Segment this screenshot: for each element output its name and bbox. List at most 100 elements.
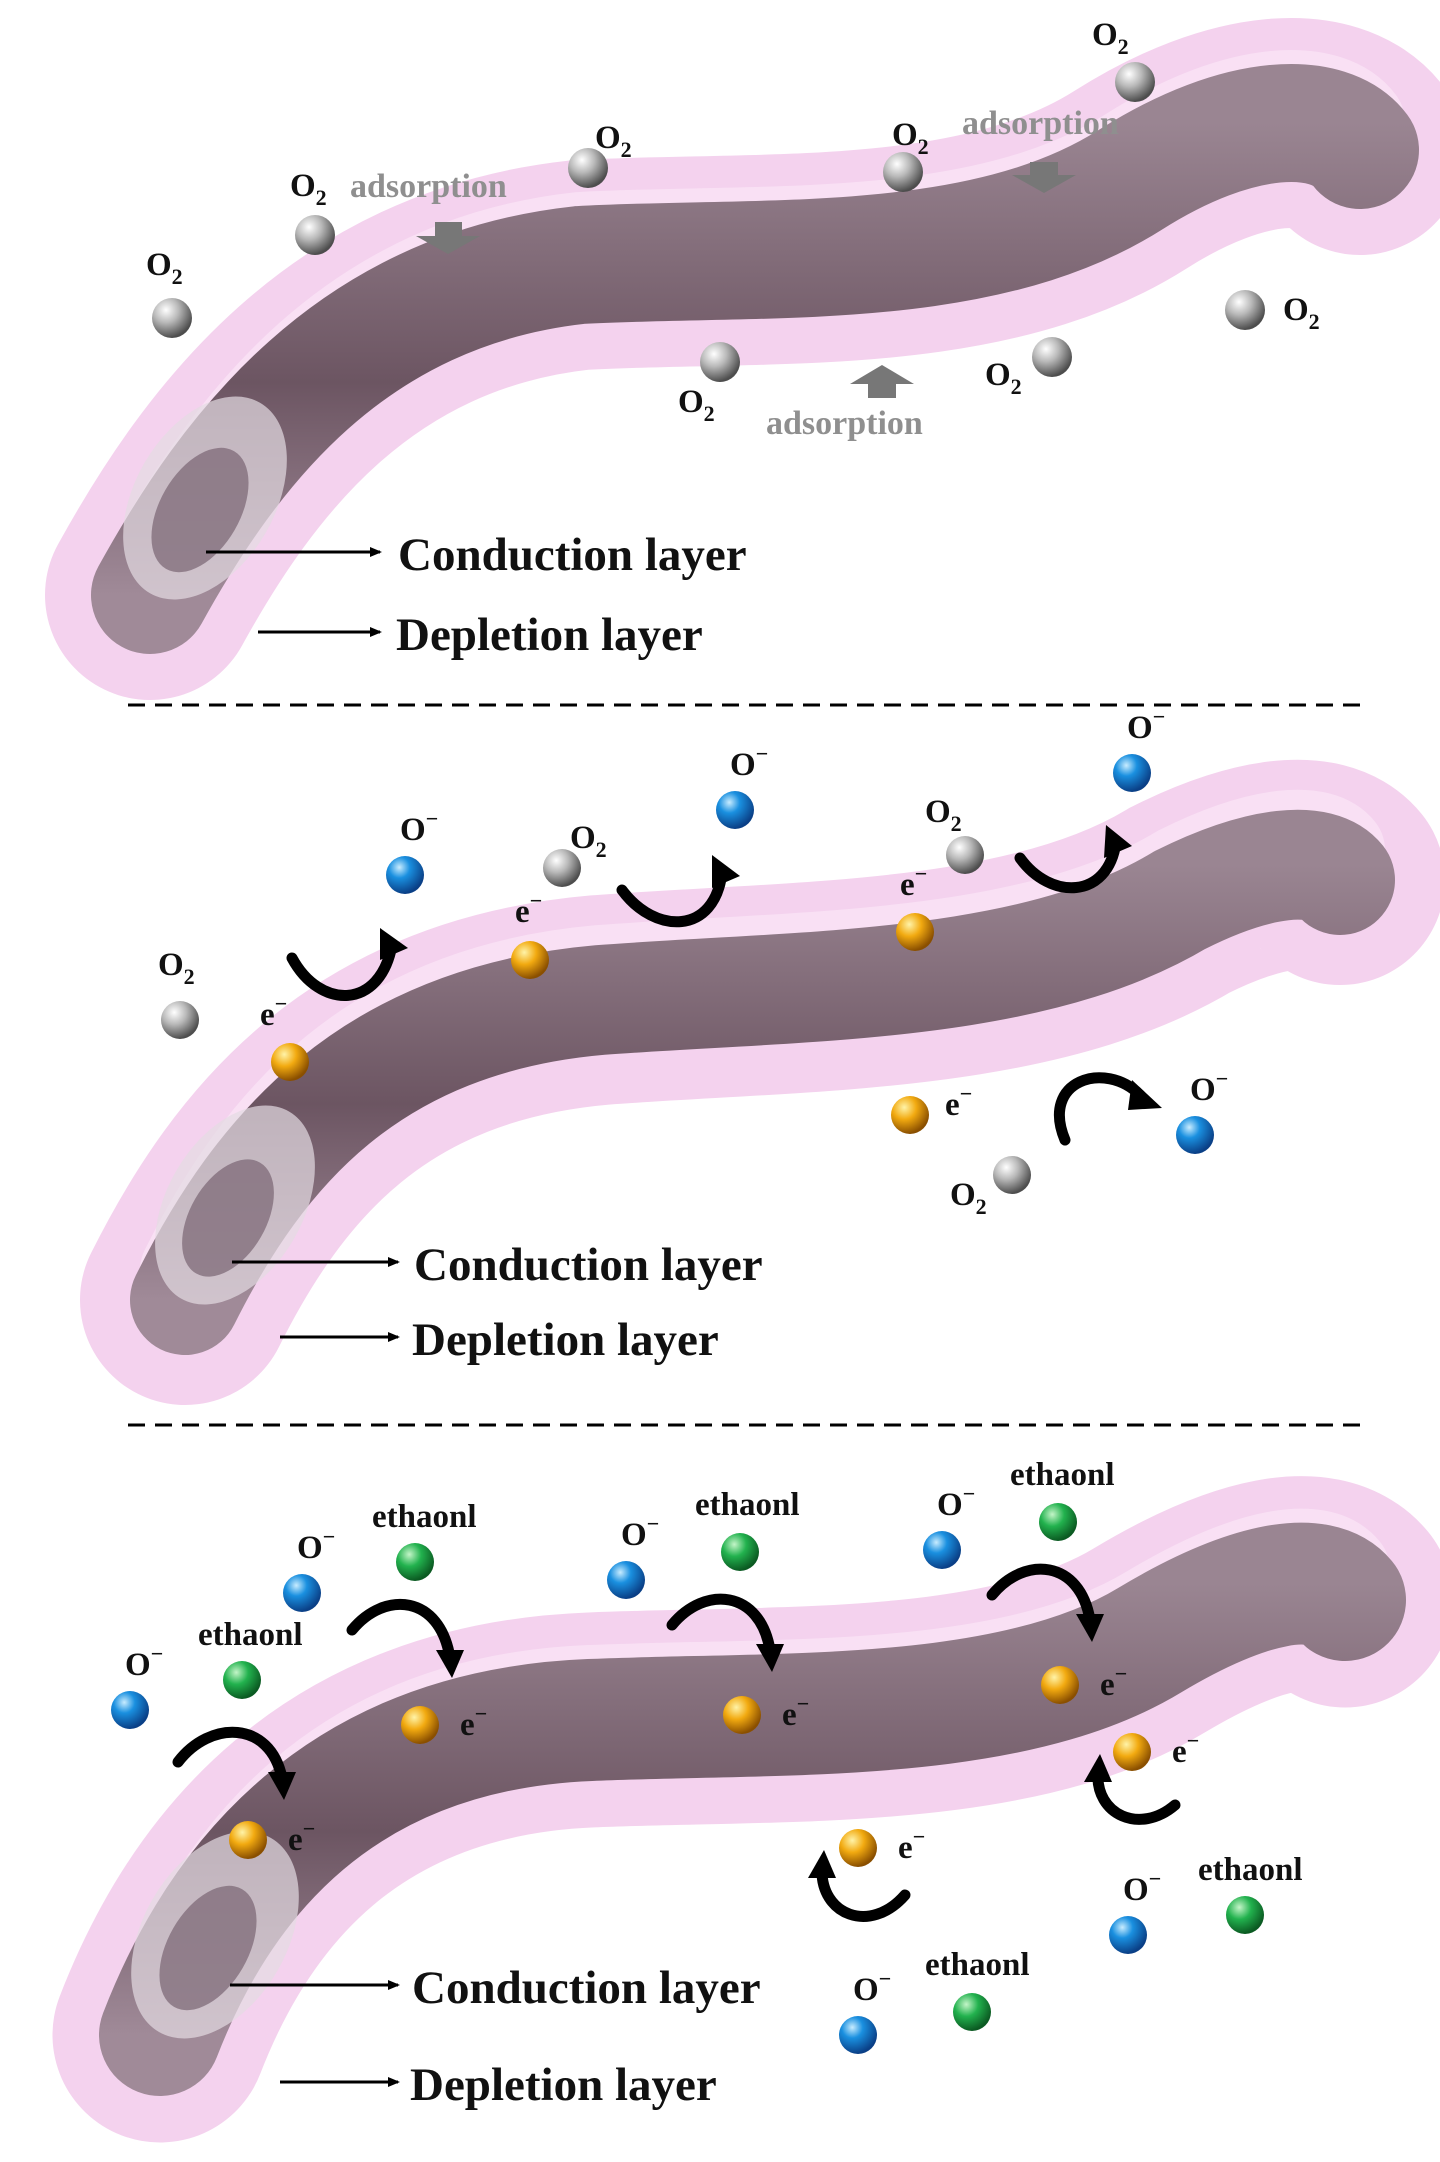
reaction-arrow xyxy=(616,866,728,928)
o-minus-sphere xyxy=(923,1531,961,1569)
ethanol-molecules xyxy=(223,1503,1264,2031)
conduction-core xyxy=(91,64,1419,654)
o2-molecules xyxy=(161,836,1031,1194)
o-minus-sphere xyxy=(1109,1916,1147,1954)
species-labels: O2 O2 O2 O2 O− O− O− O− e− e− e− e− xyxy=(158,704,1228,1219)
o2-sphere xyxy=(295,215,335,255)
o2-label: O2 xyxy=(570,820,607,862)
electron-label: e− xyxy=(515,888,542,930)
ethanol-label: ethaonl xyxy=(1010,1457,1115,1493)
reaction-arrow xyxy=(1014,836,1122,894)
o2-label: O2 xyxy=(950,1177,987,1219)
ethanol-sphere xyxy=(1039,1503,1077,1541)
electron-label: e− xyxy=(460,1701,487,1743)
o-minus-label: O− xyxy=(1127,704,1165,746)
conduction-layer-label: Conduction layer xyxy=(414,1239,763,1291)
depletion-layer-label: Depletion layer xyxy=(396,609,703,661)
o2-label: O2 xyxy=(1092,17,1129,59)
ethanol-label: ethaonl xyxy=(1198,1852,1303,1888)
o2-label: O2 xyxy=(290,168,327,210)
nanofiber-2 xyxy=(80,759,1440,1405)
o-minus-label: O− xyxy=(853,1966,891,2008)
electron-sphere xyxy=(839,1829,877,1867)
o-minus-ions xyxy=(386,754,1214,1154)
o2-sphere xyxy=(700,342,740,382)
reaction-arrow xyxy=(1092,1766,1181,1825)
o2-labels: O2 O2 O2 O2 O2 O2 O2 O2 xyxy=(146,17,1320,426)
electron-sphere xyxy=(401,1706,439,1744)
conduction-layer-label: Conduction layer xyxy=(412,1962,761,2014)
o-minus-ions xyxy=(111,1531,1147,2054)
reaction-arrow xyxy=(986,1563,1096,1626)
ethanol-sphere xyxy=(721,1533,759,1571)
conduction-layer-label: Conduction layer xyxy=(398,529,747,581)
electron-label: e− xyxy=(900,861,927,903)
o-minus-sphere xyxy=(1176,1116,1214,1154)
o2-sphere xyxy=(152,298,192,338)
o-minus-sphere xyxy=(1113,754,1151,792)
electron-label: e− xyxy=(1100,1661,1127,1703)
o2-label: O2 xyxy=(925,794,962,836)
fiber-end-core xyxy=(159,1885,257,2011)
o-minus-label: O− xyxy=(937,1481,975,1523)
electron-label: e− xyxy=(288,1816,315,1858)
reaction-arrows xyxy=(172,1563,1181,1922)
reaction-arrow xyxy=(666,1593,776,1656)
ethanol-label: ethaonl xyxy=(198,1617,303,1653)
electron-sphere xyxy=(271,1043,309,1081)
reaction-arrow xyxy=(346,1598,456,1664)
depletion-layer-label: Depletion layer xyxy=(412,1314,719,1366)
o2-label: O2 xyxy=(146,247,183,289)
o2-label: O2 xyxy=(985,357,1022,399)
o2-label: O2 xyxy=(678,384,715,426)
electron-sphere xyxy=(1041,1666,1079,1704)
electron-label: e− xyxy=(1172,1728,1199,1770)
panel-ethanol-reaction: O− O− O− O− O− O− ethaonl ethaonl ethaon… xyxy=(52,1457,1440,2143)
o-minus-label: O− xyxy=(125,1641,163,1683)
fiber-end-core xyxy=(151,447,249,573)
o2-label: O2 xyxy=(892,117,929,159)
conduction-core xyxy=(130,809,1395,1355)
o2-sphere xyxy=(1225,290,1265,330)
o2-label: O2 xyxy=(158,947,195,989)
electrons xyxy=(229,1666,1151,1867)
o2-sphere xyxy=(883,152,923,192)
o2-sphere xyxy=(946,836,984,874)
o2-label: O2 xyxy=(1283,292,1320,334)
reaction-arrowheads xyxy=(380,825,1162,1110)
layer-pointers: Conduction layer Depletion layer xyxy=(230,1962,761,2111)
o-minus-label: O− xyxy=(621,1511,659,1553)
depletion-layer-label: Depletion layer xyxy=(410,2059,717,2111)
o2-sphere xyxy=(1032,337,1072,377)
reaction-arrowheads xyxy=(268,1614,1112,1878)
ethanol-sphere xyxy=(1226,1896,1264,1934)
adsorption-label: adsorption xyxy=(350,168,507,205)
nanofiber-3 xyxy=(52,1476,1440,2143)
o2-sphere xyxy=(993,1156,1031,1194)
reaction-arrow xyxy=(816,1862,911,1922)
layer-pointers: Conduction layer Depletion layer xyxy=(232,1239,763,1366)
panel-oxygen-adsorption: adsorption adsorption adsorption O2 O2 O… xyxy=(45,17,1440,700)
o-minus-sphere xyxy=(386,856,424,894)
panel-oxygen-ionization: O2 O2 O2 O2 O− O− O− O− e− e− e− e− Cond… xyxy=(80,704,1440,1405)
reaction-arrow xyxy=(1053,1072,1146,1146)
fiber-end-core xyxy=(182,1159,274,1277)
o2-molecules xyxy=(152,62,1265,382)
electron-label: e− xyxy=(260,991,287,1033)
o-minus-label: O− xyxy=(400,806,438,848)
ethanol-label: ethaonl xyxy=(695,1487,800,1523)
o-minus-label: O− xyxy=(297,1524,335,1566)
adsorption-label: adsorption xyxy=(766,405,923,442)
electron-sphere xyxy=(229,1821,267,1859)
o-minus-label: O− xyxy=(730,741,768,783)
reaction-arrow xyxy=(172,1726,288,1784)
ethanol-sphere xyxy=(953,1993,991,2031)
o-minus-sphere xyxy=(716,791,754,829)
electron-sphere xyxy=(1113,1733,1151,1771)
o-minus-sphere xyxy=(111,1691,149,1729)
electron-sphere xyxy=(723,1696,761,1734)
electron-sphere xyxy=(896,913,934,951)
o2-sphere xyxy=(161,1001,199,1039)
o-minus-sphere xyxy=(283,1574,321,1612)
